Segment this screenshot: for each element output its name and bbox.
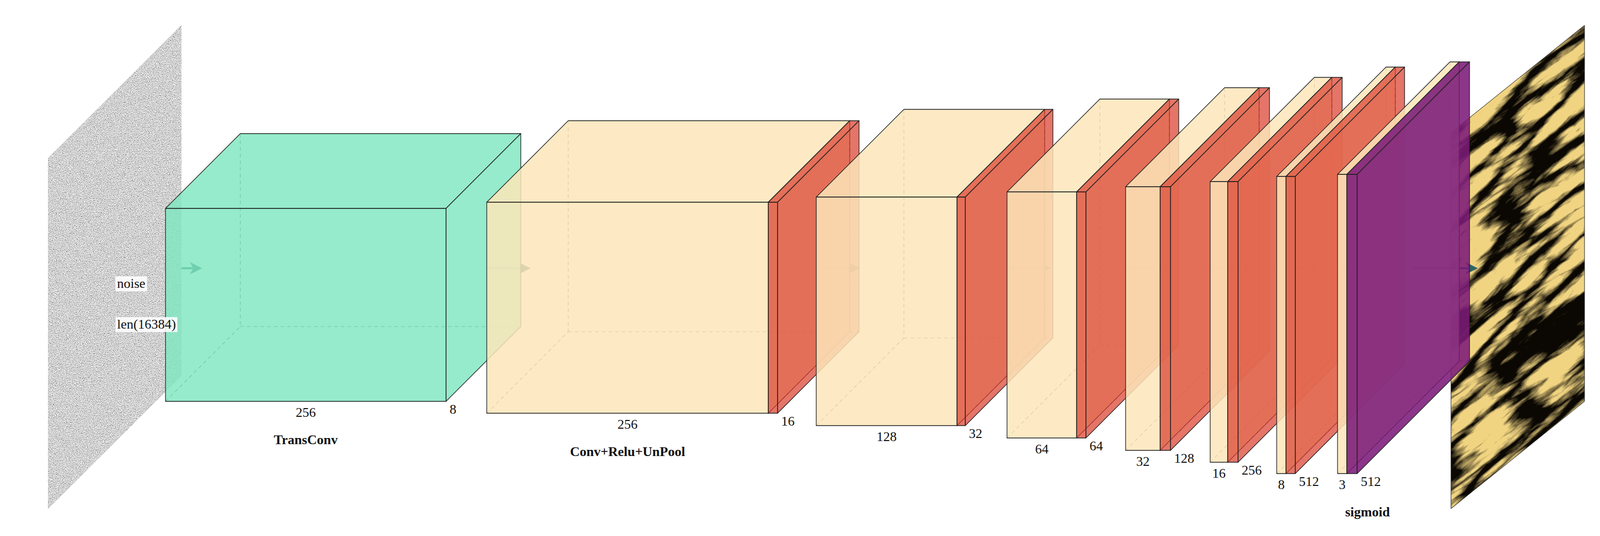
layer-name: Conv+Relu+UnPool	[569, 444, 685, 460]
layer-name: sigmoid	[1345, 504, 1391, 520]
output-texture	[1173, 0, 1600, 536]
width-dimension: 16	[1212, 466, 1226, 482]
depth-dimension: 16	[781, 414, 795, 430]
layer-block: 256 8TransConv	[165, 133, 521, 458]
width-dimension: 64	[1035, 441, 1049, 457]
layer-block: 256 16Conv+Relu+UnPool	[486, 120, 860, 470]
depth-dimension: 8	[449, 402, 457, 418]
layer-cuboid	[165, 133, 521, 458]
noise-image	[47, 25, 182, 509]
input-label: noise	[115, 276, 147, 292]
activation-slab	[1346, 61, 1470, 474]
width-dimension: 256	[295, 405, 317, 421]
depth-dimension: 256	[1241, 463, 1262, 478]
depth-dimension: 512	[1360, 474, 1381, 490]
width-dimension: 128	[876, 429, 897, 445]
layer-name: TransConv	[273, 432, 338, 448]
layer-cuboid	[486, 120, 860, 470]
width-dimension: 8	[1278, 477, 1285, 493]
width-dimension: 3	[1339, 477, 1346, 493]
depth-dimension: 64	[1089, 438, 1103, 454]
depth-dimension: 128	[1174, 451, 1195, 467]
layer-block: 3 512 sigmoid	[1337, 61, 1470, 531]
width-dimension: 32	[1136, 454, 1150, 470]
image-frame	[1450, 25, 1585, 509]
width-dimension: 256	[617, 417, 638, 433]
depth-dimension: 32	[968, 426, 983, 442]
feature-map	[165, 133, 521, 402]
layer-cuboid	[1337, 61, 1470, 531]
depth-dimension: 512	[1298, 474, 1319, 490]
noise-input: noise len(16384)	[47, 25, 182, 509]
input-size: len(16384)	[115, 317, 178, 333]
